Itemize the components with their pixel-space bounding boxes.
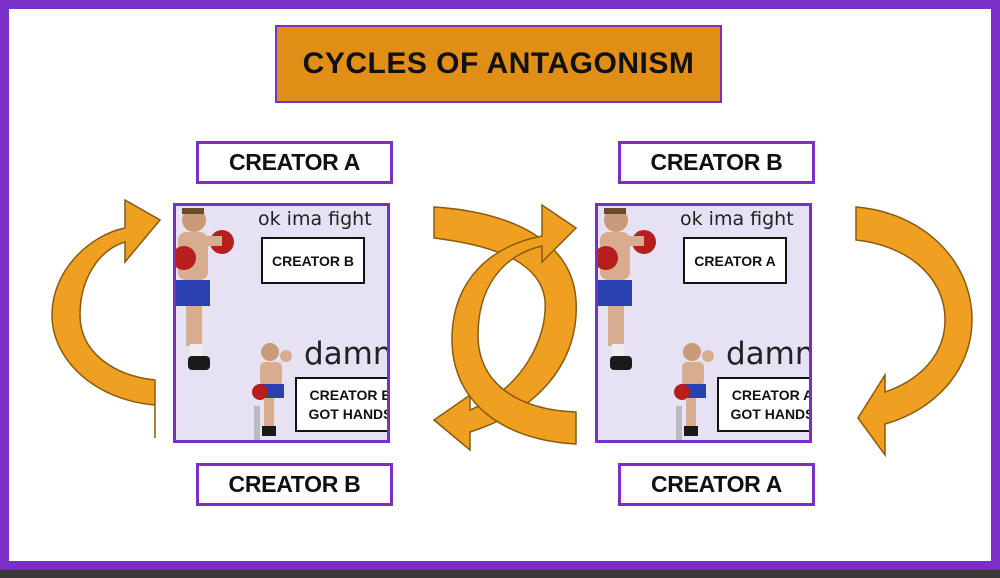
cycle-arrow-icon (855, 206, 973, 458)
boxer-sitting-icon (252, 343, 292, 440)
left-top-label: CREATOR A (196, 141, 393, 184)
right-bottom-label: CREATOR A (618, 463, 815, 506)
panel-top-box: CREATOR A (683, 237, 787, 284)
panel-bottom-box: CREATOR A GOT HANDS (717, 377, 812, 432)
left-bottom-label: CREATOR B (196, 463, 393, 506)
boxer-standing-icon (176, 208, 234, 370)
caption-top: ok ima fight (258, 208, 372, 230)
panel-top-box: CREATOR B (261, 237, 365, 284)
panel-bottom-line2: GOT HANDS (308, 405, 390, 422)
caption-bottom: damn (726, 336, 812, 372)
cycle-arrow-icon (432, 206, 577, 452)
panel-bottom-line1: CREATOR A (731, 386, 812, 403)
boxer-figures (176, 208, 292, 440)
cycle-arrow-icon (51, 198, 162, 438)
panel-bottom-box: CREATOR B GOT HANDS (295, 377, 390, 432)
caption-bottom: damn (304, 336, 390, 372)
right-meme-panel: ok ima fight CREATOR A damn CREATOR A GO… (595, 203, 812, 443)
right-top-label: CREATOR B (618, 141, 815, 184)
boxer-sitting-icon (674, 343, 714, 440)
boxer-figures (598, 208, 714, 440)
diagram-title: CYCLES OF ANTAGONISM (275, 25, 722, 103)
cycle-arrow-icon (451, 203, 578, 445)
left-meme-panel: ok ima fight CREATOR B damn CREATOR B GO… (173, 203, 390, 443)
boxer-standing-icon (598, 208, 656, 370)
panel-bottom-line1: CREATOR B (309, 386, 390, 403)
caption-top: ok ima fight (680, 208, 794, 230)
panel-bottom-line2: GOT HANDS (730, 405, 812, 422)
